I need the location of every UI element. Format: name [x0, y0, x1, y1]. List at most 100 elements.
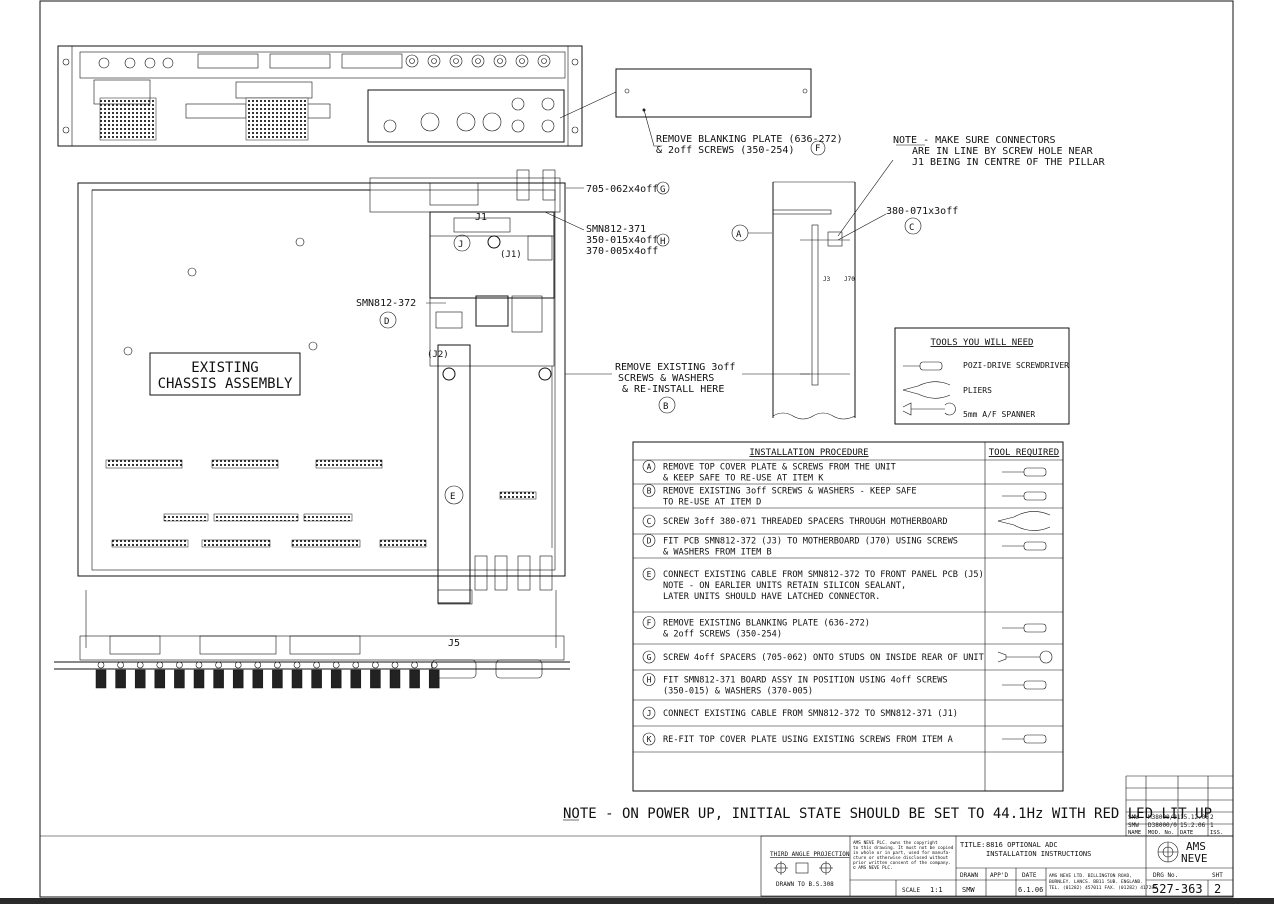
date-value: 6.1.06: [1018, 886, 1043, 894]
step-text: & WASHERS FROM ITEM B: [663, 548, 772, 558]
pliers-icon: [997, 511, 1051, 531]
pliers-icon: [902, 381, 951, 399]
step-text: CONNECT EXISTING CABLE FROM SMN812-372 T…: [663, 709, 958, 719]
chassis-plan-view: [77, 169, 612, 648]
copyright-line: prior written consent of the company.: [853, 860, 951, 866]
copyright-line: in whole or in part, used for manufa-: [853, 850, 951, 856]
drawn-label: DRAWN: [960, 872, 978, 879]
side-section-view: [731, 181, 856, 420]
revision-cell: 15.2.06: [1180, 822, 1206, 829]
tools-title: TOOLS YOU WILL NEED: [931, 338, 1034, 348]
copyright-line: cture or otherwise disclosed without: [853, 855, 949, 861]
screwdriver-icon: [1002, 623, 1047, 633]
drawing-number: 527-363: [1152, 882, 1203, 896]
item-letter: E: [450, 492, 455, 502]
title-label: TITLE:: [960, 841, 985, 849]
revision-header-cell: ISS.: [1210, 830, 1223, 836]
logo-text: NEVE: [1181, 852, 1208, 865]
step-letter-circle: [642, 616, 656, 629]
instruction-text: REMOVE EXISTING 3off: [615, 362, 735, 373]
connector-label: (J2): [427, 350, 449, 360]
step-letter: J: [647, 709, 652, 718]
step-letter: D: [647, 537, 652, 546]
step-text: (350-015) & WASHERS (370-005): [663, 687, 813, 697]
screwdriver-icon: [1002, 541, 1047, 551]
screwdriver-icon: [903, 361, 943, 371]
step-text: REMOVE EXISTING 3off SCREWS & WASHERS - …: [663, 487, 917, 497]
step-letter: K: [647, 735, 652, 744]
revision-cell: D38000/0: [1148, 822, 1177, 829]
screwdriver-icon: [1002, 467, 1047, 477]
item-letter: A: [736, 230, 742, 240]
revision-cell: 1: [1210, 822, 1214, 829]
power-up-note: NOTE - ON POWER UP, INITIAL STATE SHOULD…: [563, 806, 1212, 822]
connector-label: J5: [448, 638, 460, 649]
part-label: 370-005x4off: [586, 246, 658, 257]
connector-label: (J1): [500, 250, 522, 260]
logo-text: AMS: [1186, 840, 1206, 853]
step-text: & KEEP SAFE TO RE-USE AT ITEM K: [663, 474, 824, 484]
screwdriver-icon: [1002, 680, 1047, 690]
step-letter-circle: [642, 673, 656, 686]
step-text: & 2off SCREWS (350-254): [663, 630, 782, 640]
item-letter: F: [815, 144, 820, 154]
tools-box: [894, 327, 1070, 425]
item-letter: J: [458, 240, 463, 250]
tool-header: TOOL REQUIRED: [989, 448, 1059, 458]
blanking-note: REMOVE BLANKING PLATE (636-272): [656, 134, 843, 145]
existing-label: CHASSIS ASSEMBLY: [158, 376, 293, 392]
step-letter-circle: [642, 732, 656, 746]
scale-value: 1:1: [930, 886, 943, 894]
company-address: AMS NEVE LTD. BILLINGTON ROAD,: [1049, 873, 1132, 879]
step-letter: B: [647, 487, 652, 496]
step-text: RE-FIT TOP COVER PLATE USING EXISTING SC…: [663, 735, 954, 745]
screwdriver-icon: [1002, 491, 1047, 501]
scale-label: SCALE: [902, 887, 920, 894]
blanking-note: & 2off SCREWS (350-254): [656, 145, 794, 156]
tool-label: POZI-DRIVE SCREWDRIVER: [963, 361, 1069, 370]
drawn-value: SMW: [962, 886, 975, 894]
step-text: SCREW 4off SPACERS (705-062) ONTO STUDS …: [663, 653, 984, 663]
step-letter: F: [647, 619, 652, 628]
copyright-line: to this drawing. It must not be copied: [853, 845, 954, 851]
step-letter: H: [647, 676, 652, 685]
connector-label: J3: [823, 276, 831, 283]
appd-label: APP'D: [990, 872, 1008, 879]
revision-header-cell: MOD. No.: [1148, 830, 1175, 836]
sheet-number: 2: [1214, 882, 1221, 896]
drawing-title: 8816 OPTIONAL ADC: [986, 841, 1058, 849]
step-letter: G: [647, 653, 652, 662]
revision-cell: 2: [1210, 814, 1214, 821]
connector-label: J1: [475, 212, 487, 223]
drawing-title: INSTALLATION INSTRUCTIONS: [986, 850, 1091, 858]
item-letter: G: [660, 185, 665, 195]
step-letter: C: [647, 517, 652, 526]
spanner-icon: [902, 402, 956, 416]
item-letter: H: [660, 237, 665, 247]
drawn-to-label: DRAWN TO B.S.308: [776, 881, 834, 888]
step-letter-circle: [642, 650, 656, 664]
step-text: FIT SMN812-371 BOARD ASSY IN POSITION US…: [663, 676, 948, 686]
step-letter-circle: [642, 706, 656, 720]
step-letter: A: [647, 463, 652, 472]
step-letter: E: [647, 570, 652, 579]
note-text: J1 BEING IN CENTRE OF THE PILLAR: [912, 157, 1106, 168]
title-block: [40, 835, 1234, 897]
item-letter: C: [909, 223, 914, 233]
blanking-plate: [615, 68, 826, 156]
revision-cell: SMW: [1128, 814, 1139, 821]
step-letter-circle: [642, 460, 656, 473]
step-letter-circle: [642, 484, 656, 497]
copyright-line: AMS NEVE PLC. owns the copyright: [853, 840, 938, 846]
instruction-text: SCREWS & WASHERS: [618, 373, 714, 384]
sht-label: SHT: [1212, 872, 1223, 879]
screwdriver-icon: [1002, 734, 1047, 744]
step-text: SCREW 3off 380-071 THREADED SPACERS THRO…: [663, 517, 948, 527]
projection-label: THIRD ANGLE PROJECTION: [770, 851, 850, 858]
revision-header-cell: NAME: [1128, 830, 1141, 836]
company-address: BURNLEY. LANCS. BB11 5UB. ENGLAND.: [1049, 879, 1143, 885]
revision-cell: SMW: [1128, 822, 1139, 829]
item-letter: B: [663, 402, 668, 412]
